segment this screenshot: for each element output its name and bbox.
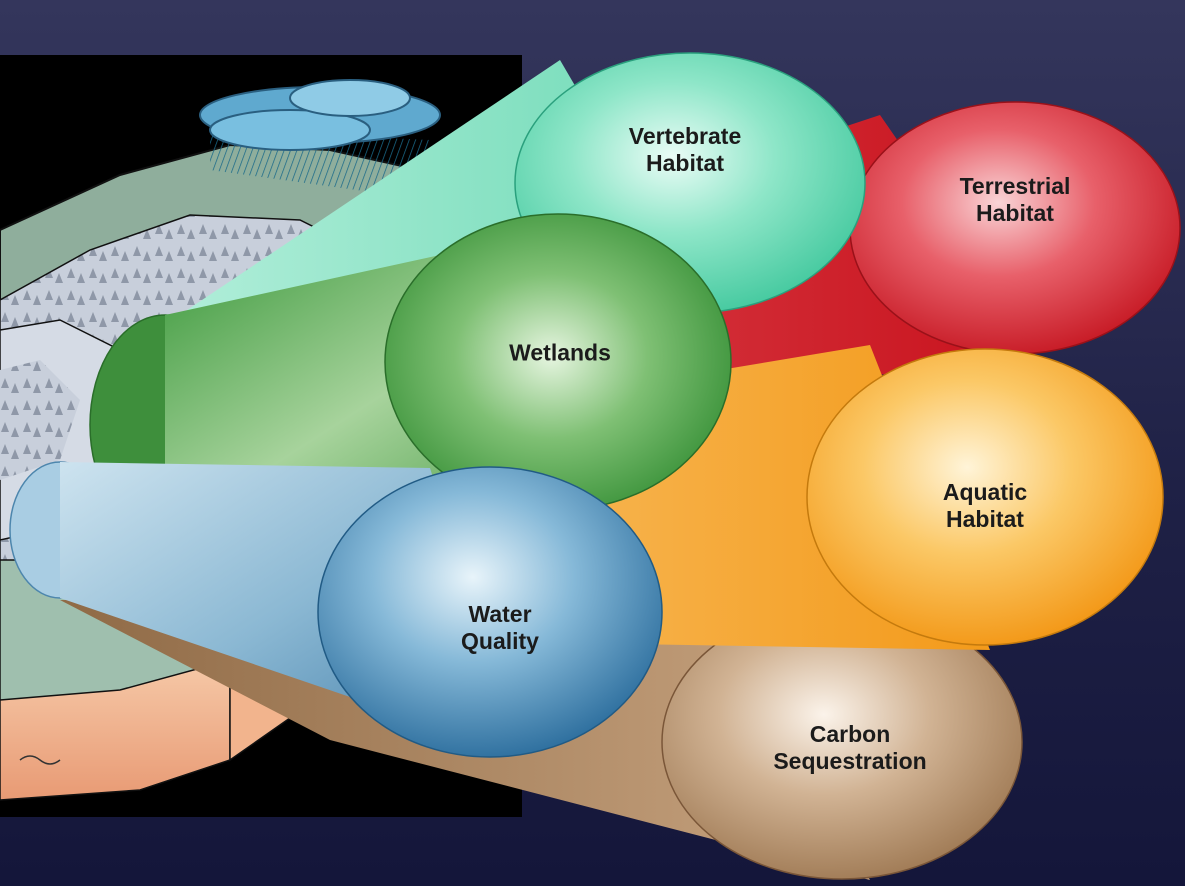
service-cylinders — [9, 52, 1181, 880]
vertebrate-habitat-label: Vertebrate Habitat — [628, 123, 742, 176]
terrestrial-habitat-label: Terrestrial Habitat — [959, 173, 1071, 226]
water-quality-node — [317, 466, 663, 758]
terrestrial-habitat-node — [849, 101, 1181, 355]
water-quality-label: Water Quality — [461, 601, 539, 654]
carbon-sequestration-label: Carbon Sequestration — [773, 721, 927, 774]
aquatic-habitat-node — [806, 348, 1164, 646]
wetlands-label: Wetlands — [509, 339, 611, 366]
rain-cloud-icon — [199, 79, 441, 200]
aquatic-habitat-label: Aquatic Habitat — [942, 479, 1028, 532]
